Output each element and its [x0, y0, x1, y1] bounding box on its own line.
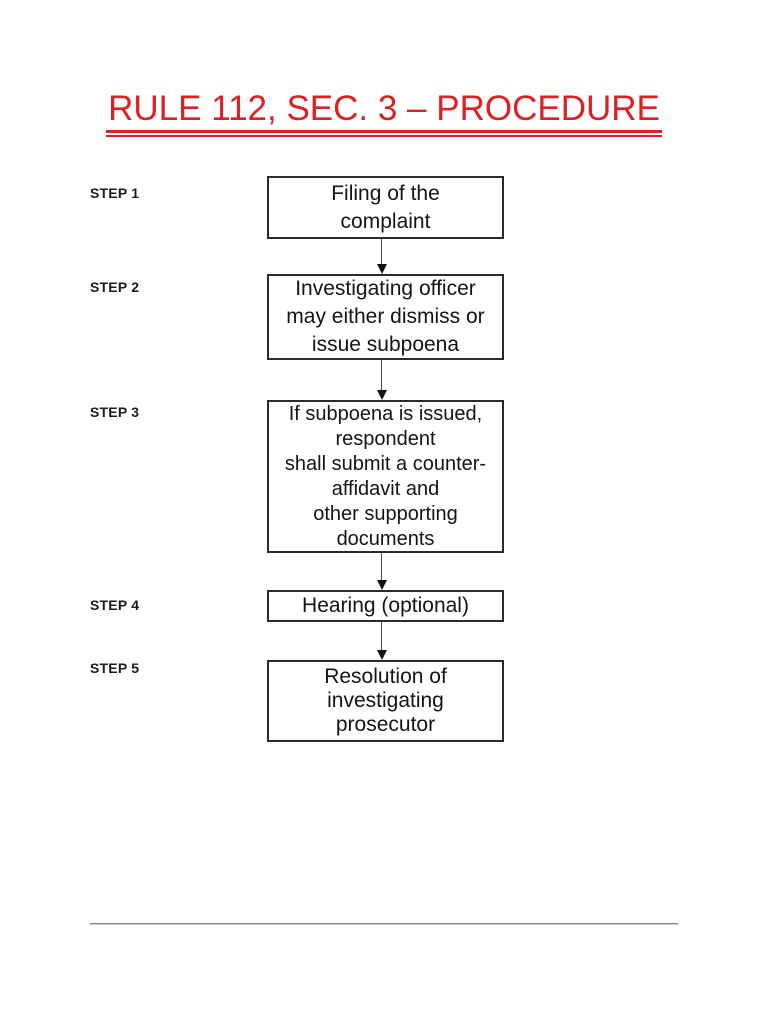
arrow-line	[380, 360, 383, 390]
page-title: RULE 112, SEC. 3 – PROCEDURE	[0, 90, 768, 137]
arrow-line	[380, 239, 383, 264]
step-2-box-text: Investigating officer may either dismiss…	[286, 277, 485, 356]
step-5-label: STEP 5	[90, 660, 140, 676]
step-5-box-text: Resolution of investigating prosecutor	[324, 665, 447, 736]
step-3-label: STEP 3	[90, 404, 140, 420]
step-2-label: STEP 2	[90, 279, 140, 295]
arrow-line	[380, 622, 383, 650]
step-4-label: STEP 4	[90, 597, 140, 613]
step-4-box-text: Hearing (optional)	[302, 594, 469, 617]
footer-divider	[90, 923, 678, 925]
flow-connector-2	[376, 360, 387, 400]
flow-connector-4	[376, 622, 387, 660]
flow-connector-1	[376, 239, 387, 274]
step-1-label: STEP 1	[90, 185, 140, 201]
arrow-line	[380, 553, 383, 580]
down-arrow-head-icon	[376, 264, 387, 274]
step-3-box: If subpoena is issued, respondent shall …	[267, 400, 504, 553]
step-5-box: Resolution of investigating prosecutor	[267, 660, 504, 742]
down-arrow-head-icon	[376, 580, 387, 590]
flow-connector-3	[376, 553, 387, 590]
down-arrow-head-icon	[376, 650, 387, 660]
step-1-box: Filing of the complaint	[267, 176, 504, 239]
page-title-text: RULE 112, SEC. 3 – PROCEDURE	[106, 90, 662, 137]
step-4-box: Hearing (optional)	[267, 590, 504, 622]
step-2-box: Investigating officer may either dismiss…	[267, 274, 504, 360]
down-arrow-head-icon	[376, 390, 387, 400]
step-1-box-text: Filing of the complaint	[331, 181, 440, 233]
step-3-box-text: If subpoena is issued, respondent shall …	[284, 402, 487, 550]
